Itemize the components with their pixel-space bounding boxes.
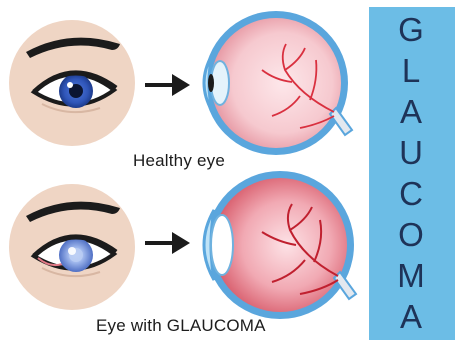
banner-letter: L <box>369 54 455 87</box>
glaucoma-eyeball-cross-section <box>204 171 356 319</box>
banner-letter: U <box>369 136 455 169</box>
healthy-eyeball-cross-section <box>204 11 352 155</box>
healthy-eye-caption: Healthy eye <box>133 151 225 171</box>
banner-letter: A <box>369 300 455 333</box>
glaucoma-banner: G L A U C O M A <box>369 7 455 340</box>
healthy-eye-icon <box>9 20 135 146</box>
cloudy-eye-icon <box>9 184 135 310</box>
right-arrow-icon <box>145 74 190 96</box>
glaucoma-eye-caption: Eye with GLAUCOMA <box>96 316 266 336</box>
banner-letter: A <box>369 95 455 128</box>
banner-letter: O <box>369 218 455 251</box>
right-arrow-icon <box>145 232 190 254</box>
banner-title: G L A U C O M A <box>369 7 455 340</box>
banner-letter: G <box>369 13 455 46</box>
banner-letter: C <box>369 177 455 210</box>
banner-letter: M <box>369 259 455 292</box>
